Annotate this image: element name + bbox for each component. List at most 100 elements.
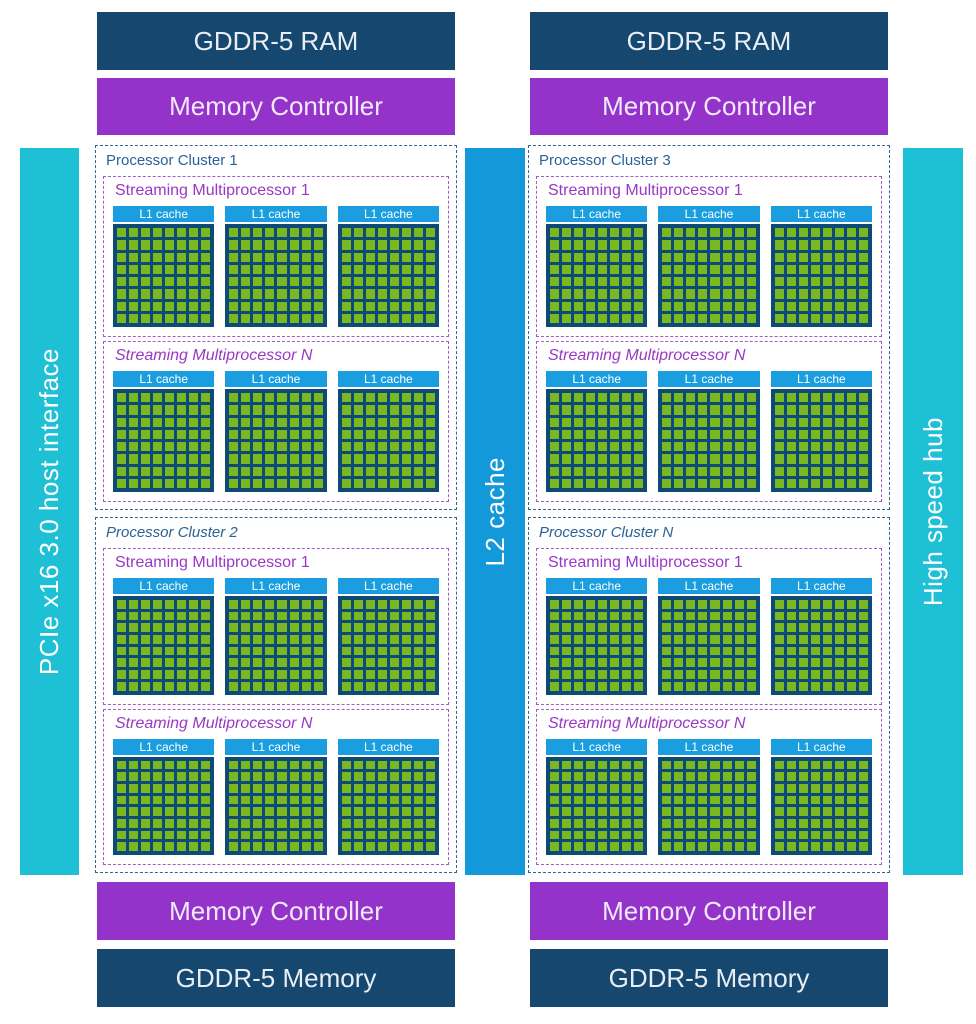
core-cell xyxy=(253,623,263,633)
core-cell xyxy=(774,670,784,679)
core-cell xyxy=(377,277,387,287)
core-block: L1 cache xyxy=(770,738,872,855)
core-cell xyxy=(598,658,608,668)
core-cell xyxy=(834,252,844,262)
core-cell xyxy=(810,454,820,464)
core-cell xyxy=(734,405,744,415)
l1-cache-bar: L1 cache xyxy=(770,206,872,222)
core-cell xyxy=(822,405,832,415)
core-cell xyxy=(301,818,311,828)
core-cell xyxy=(413,301,423,311)
core-cell xyxy=(858,405,868,415)
core-cell xyxy=(229,252,239,262)
core-cell xyxy=(574,264,584,274)
core-cell xyxy=(810,313,820,323)
core-cell xyxy=(858,830,868,840)
core-cell xyxy=(798,830,808,840)
core-cell xyxy=(241,454,251,464)
core-cell xyxy=(241,760,251,770)
core-cell xyxy=(165,635,175,644)
core-cell xyxy=(253,289,263,299)
core-cell xyxy=(377,313,387,323)
core-cell xyxy=(313,417,323,427)
core-cell xyxy=(858,252,868,262)
core-cell xyxy=(165,807,175,816)
core-cell xyxy=(289,442,299,452)
core-cell xyxy=(413,670,423,679)
core-grid xyxy=(337,224,439,327)
core-cell xyxy=(165,795,175,805)
core-cell xyxy=(774,478,784,488)
core-cell xyxy=(698,264,708,274)
core-cell xyxy=(177,264,187,274)
core-cell xyxy=(734,313,744,323)
core-grid xyxy=(113,596,215,695)
core-cell xyxy=(810,429,820,439)
core-cell xyxy=(686,277,696,287)
core-cell xyxy=(710,417,720,427)
core-cell xyxy=(634,289,644,299)
core-cell xyxy=(265,830,275,840)
core-cell xyxy=(341,635,351,644)
core-cell xyxy=(413,658,423,668)
core-cell xyxy=(117,393,127,403)
core-cell xyxy=(365,478,375,488)
core-cell xyxy=(634,760,644,770)
core-cell xyxy=(698,429,708,439)
core-cell xyxy=(241,842,251,851)
core-cell xyxy=(413,277,423,287)
core-cell xyxy=(710,264,720,274)
core-cell xyxy=(253,783,263,793)
core-cell xyxy=(413,417,423,427)
core-cell xyxy=(313,301,323,311)
core-cell xyxy=(141,670,151,679)
core-cell xyxy=(265,600,275,609)
core-cell xyxy=(746,795,756,805)
core-cell xyxy=(846,795,856,805)
core-cell xyxy=(365,681,375,691)
core-cell xyxy=(389,289,399,299)
core-cell xyxy=(365,658,375,668)
core-cell xyxy=(301,417,311,427)
core-cell xyxy=(798,240,808,250)
processor-cluster-title: Processor Cluster 3 xyxy=(539,152,671,169)
core-cell xyxy=(786,393,796,403)
core-cell xyxy=(822,240,832,250)
core-cell xyxy=(229,611,239,621)
core-cell xyxy=(686,783,696,793)
core-cell xyxy=(674,289,684,299)
core-cell xyxy=(129,842,139,851)
core-cell xyxy=(301,772,311,781)
core-cell xyxy=(189,842,199,851)
core-cell xyxy=(846,623,856,633)
core-cell xyxy=(129,228,139,238)
core-cell xyxy=(858,658,868,668)
core-cell xyxy=(177,795,187,805)
core-cell xyxy=(165,658,175,668)
core-cell xyxy=(686,600,696,609)
core-cell xyxy=(822,454,832,464)
core-cell xyxy=(722,393,732,403)
core-cell xyxy=(574,405,584,415)
core-cell xyxy=(129,289,139,299)
core-cell xyxy=(710,842,720,851)
core-cell xyxy=(598,830,608,840)
core-cell xyxy=(810,466,820,476)
core-cell xyxy=(858,600,868,609)
core-cell xyxy=(117,600,127,609)
core-cell xyxy=(846,818,856,828)
core-cell xyxy=(129,264,139,274)
core-cell xyxy=(365,240,375,250)
core-cell xyxy=(153,611,163,621)
core-cell xyxy=(301,393,311,403)
core-cell xyxy=(710,228,720,238)
core-cell xyxy=(165,393,175,403)
core-cell xyxy=(686,681,696,691)
core-cell xyxy=(177,772,187,781)
core-cell xyxy=(786,252,796,262)
core-cell xyxy=(550,454,560,464)
core-cell xyxy=(301,429,311,439)
core-block: L1 cache xyxy=(225,371,327,492)
core-cell xyxy=(377,623,387,633)
